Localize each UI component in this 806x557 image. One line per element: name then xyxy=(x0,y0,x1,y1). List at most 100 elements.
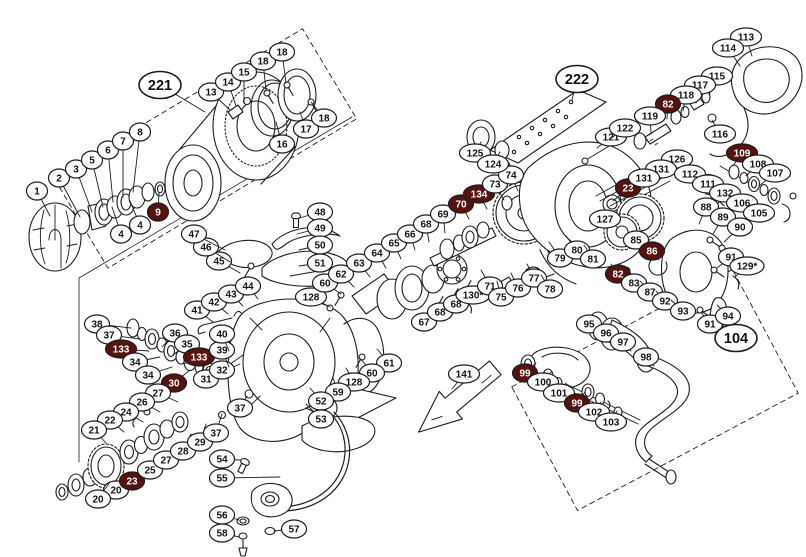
balloon-78: 78 xyxy=(536,274,564,299)
svg-text:98: 98 xyxy=(640,353,652,364)
svg-text:76: 76 xyxy=(512,284,524,295)
balloon-7: 7 xyxy=(111,131,135,198)
balloon-5: 5 xyxy=(80,150,104,208)
svg-text:112: 112 xyxy=(682,170,699,181)
balloon-6: 6 xyxy=(96,140,120,203)
svg-text:56: 56 xyxy=(216,511,228,522)
svg-text:21: 21 xyxy=(88,426,100,437)
svg-text:222: 222 xyxy=(565,72,589,88)
svg-text:18: 18 xyxy=(257,57,269,68)
svg-text:26: 26 xyxy=(136,398,148,409)
balloon-40: 40 xyxy=(208,324,236,352)
svg-text:124: 124 xyxy=(485,160,502,171)
balloon-131: 131 xyxy=(627,168,661,190)
balloon-34: 34 xyxy=(134,365,173,385)
balloon-57: 57 xyxy=(273,519,308,539)
svg-text:128: 128 xyxy=(303,293,320,304)
svg-text:17: 17 xyxy=(300,125,312,136)
balloon-82: 82 xyxy=(654,94,682,120)
svg-text:109: 109 xyxy=(734,149,751,160)
svg-text:20: 20 xyxy=(92,495,104,506)
balloon-105: 105 xyxy=(742,203,776,223)
svg-text:67: 67 xyxy=(418,318,430,329)
drag-knob-drawing xyxy=(28,202,82,272)
svg-text:102: 102 xyxy=(586,408,603,419)
balloon-77: 77 xyxy=(520,263,548,288)
balloon-47: 47 xyxy=(180,224,226,251)
svg-text:37: 37 xyxy=(103,331,115,342)
svg-text:99: 99 xyxy=(519,369,531,380)
svg-text:111: 111 xyxy=(700,180,716,191)
svg-text:92: 92 xyxy=(659,297,671,308)
svg-text:107: 107 xyxy=(767,169,784,180)
balloon-58: 58 xyxy=(208,523,240,543)
svg-text:125: 125 xyxy=(467,149,484,160)
svg-text:118: 118 xyxy=(678,91,695,102)
svg-text:68: 68 xyxy=(420,220,432,231)
balloon-103: 103 xyxy=(594,410,628,432)
balloon-69: 69 xyxy=(429,204,457,234)
svg-text:97: 97 xyxy=(617,338,629,349)
balloon-129star: 129* xyxy=(729,256,765,278)
svg-text:23: 23 xyxy=(622,184,634,195)
balloon-94: 94 xyxy=(714,304,742,326)
svg-text:40: 40 xyxy=(216,330,228,341)
balloon-133: 133 xyxy=(182,347,216,367)
svg-text:82: 82 xyxy=(662,100,674,111)
svg-text:41: 41 xyxy=(191,306,203,317)
svg-text:43: 43 xyxy=(225,290,237,301)
svg-text:8: 8 xyxy=(137,128,143,139)
svg-text:105: 105 xyxy=(751,209,768,220)
balloon-52: 52 xyxy=(307,387,335,411)
balloons-layer: 2211235678449131415181816171838371333434… xyxy=(25,27,792,543)
balloon-15: 15 xyxy=(230,62,258,104)
balloon-92: 92 xyxy=(651,290,679,311)
svg-text:74: 74 xyxy=(505,171,517,182)
svg-text:16: 16 xyxy=(276,140,288,151)
svg-text:9: 9 xyxy=(155,208,161,219)
svg-text:45: 45 xyxy=(213,257,225,268)
balloon-23: 23 xyxy=(118,462,148,491)
svg-text:27: 27 xyxy=(152,389,164,400)
balloon-14: 14 xyxy=(214,72,242,107)
svg-text:29: 29 xyxy=(194,438,206,449)
svg-text:127: 127 xyxy=(597,215,614,226)
svg-text:82: 82 xyxy=(612,270,624,281)
balloon-98: 98 xyxy=(632,347,660,367)
svg-text:34: 34 xyxy=(142,371,154,382)
balloon-62: 62 xyxy=(327,264,355,288)
svg-text:95: 95 xyxy=(583,320,595,331)
balloon-116: 116 xyxy=(703,119,737,144)
svg-text:15: 15 xyxy=(238,68,250,79)
spool-clicker-drawing xyxy=(227,80,321,120)
svg-text:99: 99 xyxy=(571,399,583,410)
svg-text:1: 1 xyxy=(34,187,40,198)
svg-text:6: 6 xyxy=(105,146,111,157)
svg-text:129*: 129* xyxy=(737,262,758,273)
svg-text:86: 86 xyxy=(646,247,658,258)
balloon-93: 93 xyxy=(669,299,697,321)
svg-text:47: 47 xyxy=(188,230,200,241)
svg-text:58: 58 xyxy=(216,529,228,540)
svg-text:59: 59 xyxy=(332,388,344,399)
svg-text:77: 77 xyxy=(528,274,540,285)
svg-text:3: 3 xyxy=(73,165,79,176)
balloon-221: 221 xyxy=(138,70,206,113)
svg-text:83: 83 xyxy=(628,279,640,290)
svg-text:53: 53 xyxy=(315,415,327,426)
svg-text:130*: 130* xyxy=(463,291,484,302)
bail-drawing xyxy=(235,395,351,557)
svg-text:14: 14 xyxy=(222,78,234,89)
svg-text:113: 113 xyxy=(738,33,755,44)
balloon-9: 9 xyxy=(146,192,170,222)
svg-text:13: 13 xyxy=(205,88,217,99)
svg-text:5: 5 xyxy=(89,156,95,167)
svg-text:133: 133 xyxy=(113,345,130,356)
svg-text:132: 132 xyxy=(717,189,734,200)
svg-text:122: 122 xyxy=(617,124,634,135)
svg-text:44: 44 xyxy=(242,282,254,293)
svg-text:52: 52 xyxy=(315,397,327,408)
balloon-54: 54 xyxy=(208,449,241,469)
svg-text:93: 93 xyxy=(677,307,689,318)
